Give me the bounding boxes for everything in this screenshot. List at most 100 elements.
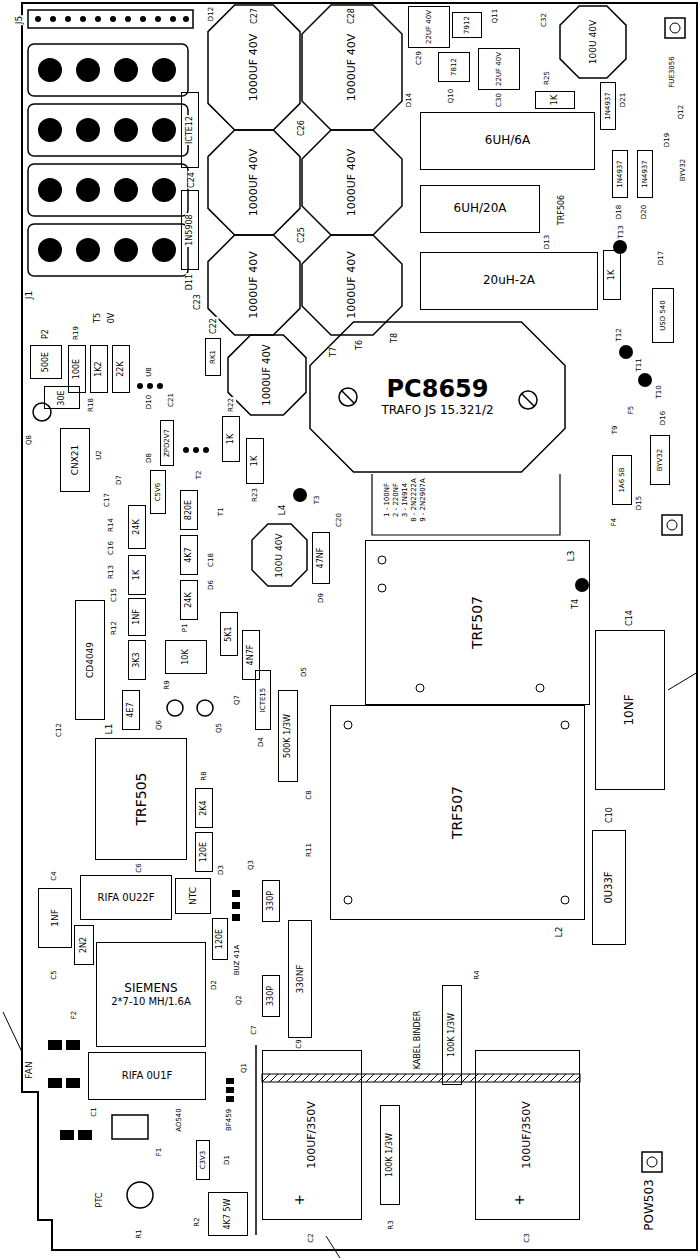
octagon-outline bbox=[252, 525, 307, 587]
ref-label: C18 bbox=[208, 552, 216, 568]
part-outline: 1K bbox=[246, 438, 264, 484]
part-outline: 1N5908 bbox=[181, 190, 199, 270]
part-outline: 22UF 40V bbox=[408, 6, 450, 48]
ref-label: R18 bbox=[88, 397, 96, 413]
part-outline: TRF507 bbox=[330, 705, 585, 920]
part-value: RIFA 0U1F bbox=[121, 1070, 174, 1082]
part-value: NTC bbox=[188, 886, 198, 906]
ref-label: T3 bbox=[314, 495, 322, 506]
pad bbox=[152, 118, 176, 142]
part-outline: 22K bbox=[112, 345, 130, 393]
part-value: ICTE12 bbox=[185, 115, 194, 145]
part-value: 1000UF 40V bbox=[346, 148, 359, 217]
round-part-outline: 1000UF 40V bbox=[302, 130, 402, 235]
ref-label: R3 bbox=[388, 1219, 396, 1230]
pad bbox=[137, 383, 143, 389]
part-outline: 6UH/6A bbox=[420, 112, 595, 170]
pad bbox=[203, 447, 209, 453]
part-value: 1K bbox=[550, 94, 559, 106]
part-value: 330P bbox=[266, 890, 275, 912]
pad bbox=[226, 1087, 234, 1093]
part-outline: 120E bbox=[212, 918, 228, 960]
pad bbox=[38, 58, 62, 82]
ref-label: C15 bbox=[111, 587, 119, 603]
part-value: TRF507 bbox=[449, 785, 465, 840]
pad bbox=[232, 914, 240, 921]
part-outline: 1K bbox=[222, 416, 240, 462]
ref-label: 1 - 100NF bbox=[384, 482, 392, 518]
part-outline: TRF505 bbox=[95, 738, 187, 860]
ref-label: + bbox=[292, 1193, 307, 1207]
part-value: 1000UF 40V bbox=[248, 250, 261, 319]
ref-label: C4 bbox=[51, 870, 59, 881]
ref-label: Q1 bbox=[241, 1062, 249, 1074]
ref-label: D7 bbox=[116, 474, 124, 486]
mounting-hole bbox=[670, 23, 680, 33]
pad bbox=[344, 896, 352, 904]
round-part-outline: 1000UF 40V bbox=[302, 235, 402, 335]
pad bbox=[183, 447, 189, 453]
part-outline: CD4049 bbox=[75, 600, 105, 720]
round-part-outline: 1000UF 40V bbox=[208, 130, 300, 235]
part-value: CNX21 bbox=[70, 444, 80, 477]
ref-label: D8 bbox=[146, 452, 154, 464]
octagon-outline bbox=[208, 130, 300, 235]
part-value: 4K7 bbox=[184, 546, 193, 563]
leader-line bbox=[3, 1012, 22, 1052]
ref-label: D12 bbox=[208, 6, 216, 22]
ref-label: R2 bbox=[194, 1216, 202, 1227]
ref-label: D17 bbox=[658, 250, 666, 266]
ref-label: D11 bbox=[186, 273, 195, 291]
ref-label: T2 bbox=[196, 470, 204, 481]
part-outline: RK1 bbox=[205, 338, 221, 376]
octagon-outline bbox=[208, 235, 300, 335]
connector-body bbox=[28, 224, 188, 276]
part-outline: 1A6 SB bbox=[612, 455, 632, 505]
ref-label: D19 bbox=[664, 132, 672, 148]
part-outline: 5K1 bbox=[220, 612, 238, 656]
part-outline: 500K 1/3W bbox=[278, 690, 298, 782]
pad bbox=[157, 383, 163, 389]
pad bbox=[38, 118, 62, 142]
pad bbox=[114, 118, 138, 142]
part-outline: 1K bbox=[128, 555, 146, 595]
ref-label: C32 bbox=[541, 12, 549, 28]
ref-label: C26 bbox=[298, 119, 307, 137]
part-value: 100UF/350V bbox=[521, 1100, 534, 1170]
part-outline: 6UH/20A bbox=[420, 185, 540, 233]
pad bbox=[147, 383, 153, 389]
ref-label: D9 bbox=[318, 592, 326, 604]
pin-header bbox=[28, 10, 193, 28]
screw-slot bbox=[522, 394, 534, 406]
ref-label: C24 bbox=[188, 171, 197, 189]
ref-label: C22 bbox=[210, 317, 219, 335]
part-value: 120E bbox=[199, 841, 208, 863]
part-value: 500K 1/3W bbox=[283, 713, 292, 759]
octagon-outline bbox=[560, 6, 626, 78]
pad bbox=[76, 118, 100, 142]
part-value: C5V6 bbox=[154, 482, 162, 503]
part-value: 1N4937 bbox=[641, 159, 649, 189]
part-outline: 1NF bbox=[38, 888, 72, 948]
part-outline: 100K 1/3W bbox=[380, 1105, 400, 1205]
part-value: 1NF bbox=[132, 608, 141, 626]
ref-label: Q3 bbox=[248, 859, 256, 871]
ref-label: C17 bbox=[104, 492, 112, 508]
octagon-outline bbox=[302, 235, 402, 335]
part-outline: 30E bbox=[44, 387, 80, 410]
ref-label: AO540 bbox=[176, 1107, 184, 1133]
pad bbox=[140, 16, 146, 22]
ref-label: C29 bbox=[416, 50, 424, 66]
ref-label: C25 bbox=[298, 226, 307, 244]
test-point bbox=[619, 345, 633, 359]
ref-label: C9 bbox=[296, 1038, 304, 1049]
part-value: 120E bbox=[215, 928, 224, 950]
part-outline: 1K2 bbox=[90, 345, 108, 393]
part-outline: ICTE12 bbox=[181, 92, 199, 168]
part-value: 1NF bbox=[50, 908, 60, 928]
ref-label: BF459 bbox=[226, 1108, 234, 1132]
pad bbox=[60, 1130, 74, 1140]
ref-label: R12 bbox=[111, 620, 119, 636]
fuse-holder bbox=[112, 1115, 148, 1139]
ref-label: D14 bbox=[406, 92, 414, 108]
